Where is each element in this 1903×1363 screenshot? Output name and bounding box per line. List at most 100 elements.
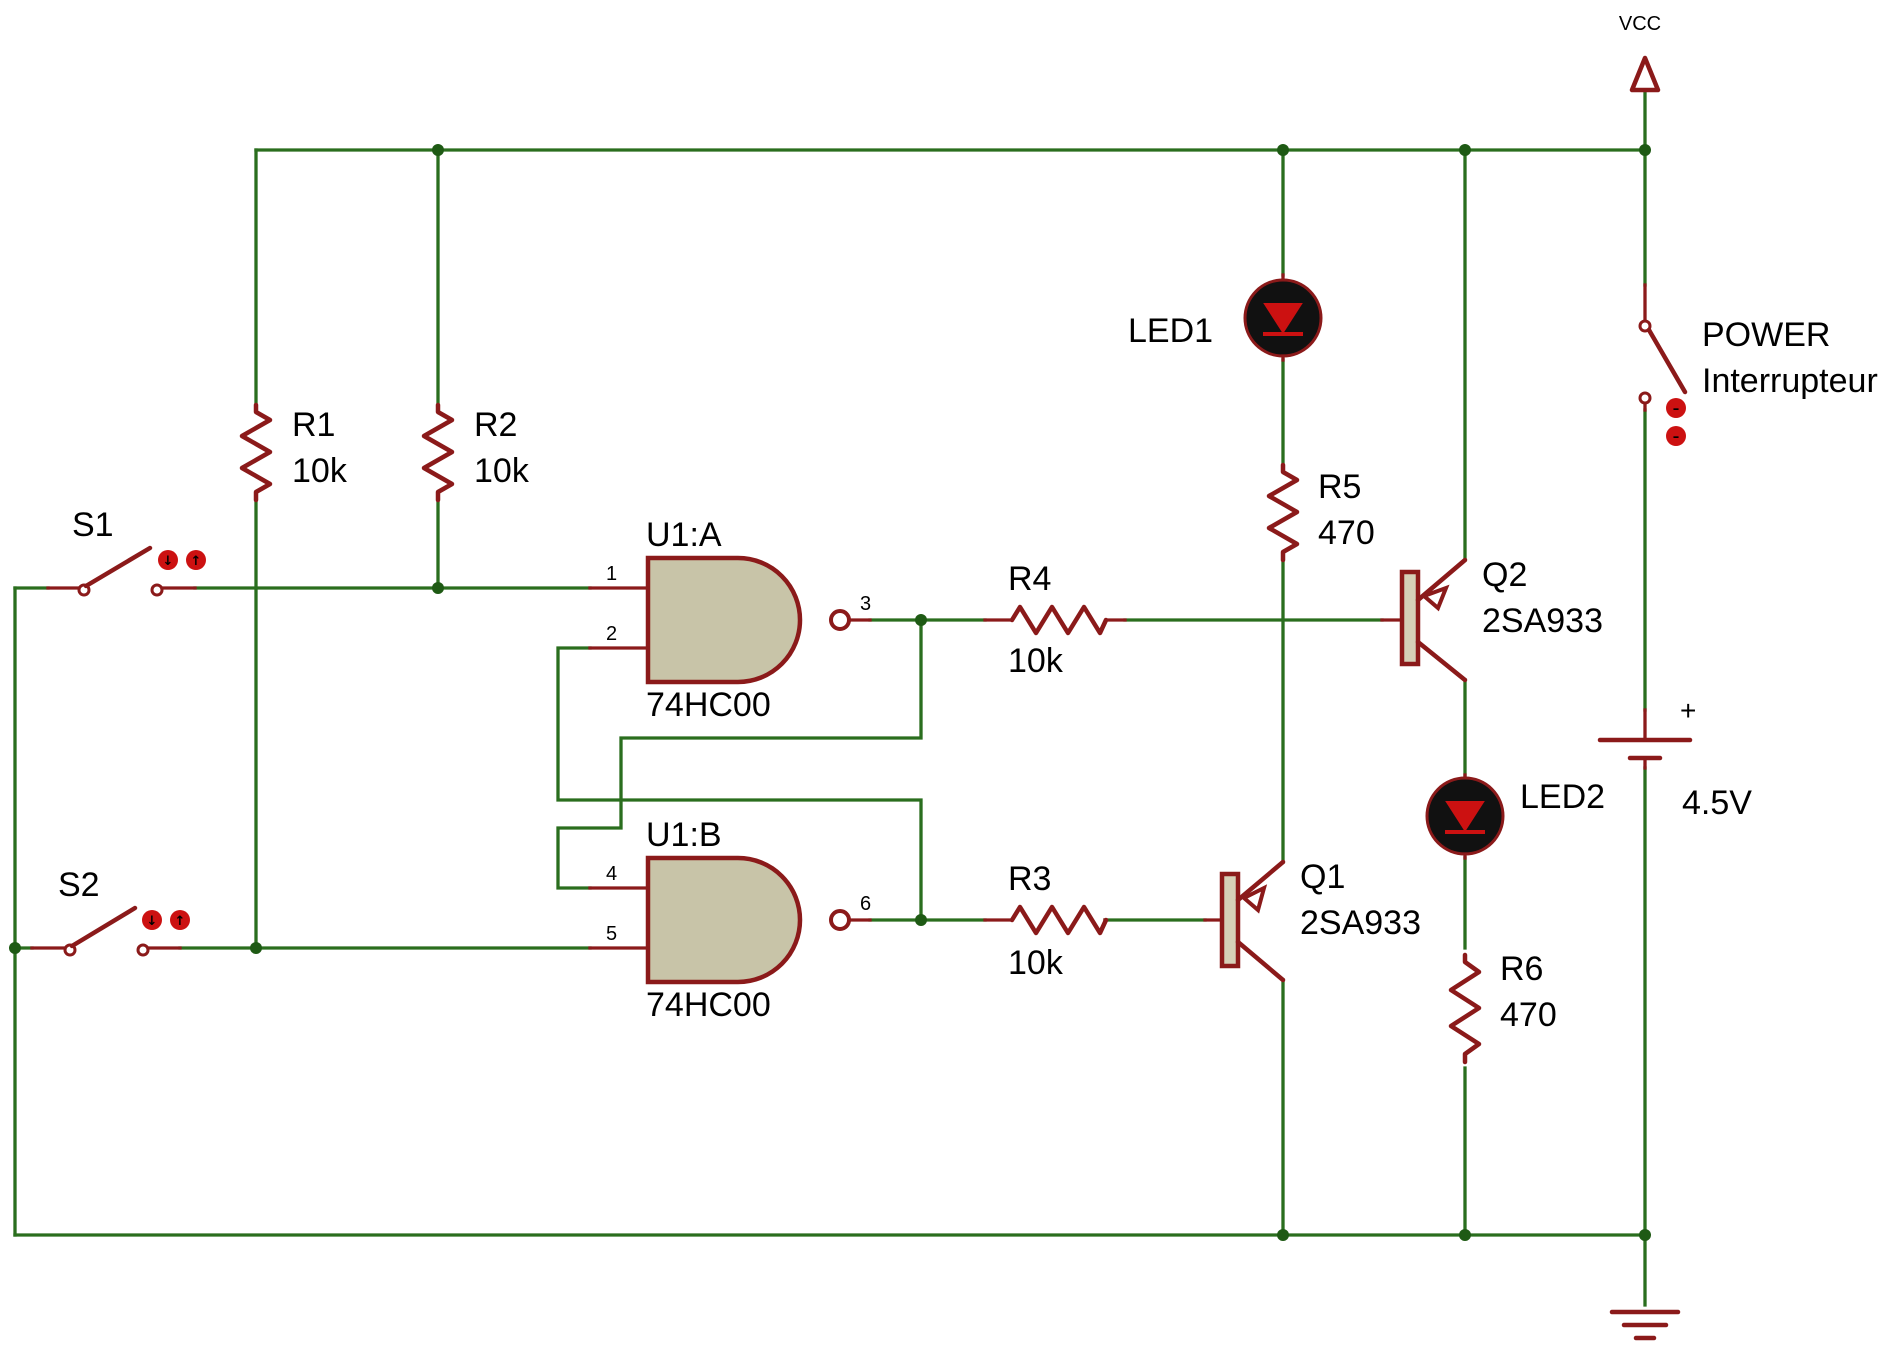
- switch-ref: POWER: [1702, 316, 1830, 354]
- switch-blade: [1646, 327, 1688, 395]
- battery-polarity: +: [1680, 695, 1696, 726]
- gate-inversion-bubble: [829, 609, 851, 631]
- resistor-r4[interactable]: R4 10k: [983, 560, 1127, 680]
- gate-part: 74HC00: [646, 686, 771, 724]
- resistor-zigzag: [1009, 604, 1109, 636]
- gate-ref: U1:B: [646, 816, 722, 854]
- transistor-base-bar: [1399, 569, 1421, 667]
- battery[interactable]: + 4.5V: [1597, 695, 1752, 822]
- switch-blade: [83, 545, 153, 589]
- resistor-ref: R3: [1008, 860, 1051, 898]
- resistor-ref: R6: [1500, 950, 1543, 988]
- led-ref: LED1: [1128, 312, 1213, 350]
- junction-dot: [432, 144, 444, 156]
- resistor-zigzag: [1009, 904, 1109, 936]
- led-ref: LED2: [1520, 778, 1605, 816]
- resistor-r2[interactable]: R2 10k: [421, 402, 530, 503]
- pin-number: 4: [606, 863, 617, 885]
- nand-gate-u1a[interactable]: 1 2 3 U1:A 74HC00: [588, 516, 872, 724]
- resistor-zigzag: [239, 402, 273, 503]
- nand-gate-u1b[interactable]: 4 5 6 U1:B 74HC00: [588, 816, 872, 1024]
- switch-control-icon[interactable]: [142, 910, 190, 930]
- wire-pin2-to-out6: [556, 646, 923, 922]
- vcc-terminal: VCC: [1619, 13, 1661, 93]
- junction-dot: [1459, 144, 1471, 156]
- pin-number: 3: [860, 593, 871, 615]
- gate-inversion-bubble: [829, 909, 851, 931]
- transistor-collector: [1235, 939, 1286, 983]
- resistor-ref: R1: [292, 406, 335, 444]
- wires: [13, 88, 1647, 1307]
- junctions: [9, 144, 1651, 1241]
- wire-out3-to-pin4: [556, 618, 923, 890]
- switch-control-icon[interactable]: [158, 550, 206, 570]
- vcc-arrow: [1629, 55, 1661, 93]
- resistor-value: 10k: [1008, 642, 1064, 680]
- resistor-value: 10k: [1008, 944, 1064, 982]
- transistor-q1[interactable]: Q1 2SA933: [1203, 858, 1421, 983]
- resistor-value: 10k: [474, 452, 530, 490]
- junction-dot: [1277, 144, 1289, 156]
- pin-number: 5: [606, 923, 617, 945]
- transistor-part: 2SA933: [1300, 904, 1421, 942]
- led-diode-icon: [1445, 801, 1485, 832]
- transistor-ref: Q1: [1300, 858, 1345, 896]
- junction-dot: [1639, 1229, 1651, 1241]
- transistor-arrow-icon: [1420, 584, 1450, 612]
- vcc-label: VCC: [1619, 13, 1661, 35]
- switch-contact: [150, 583, 164, 597]
- resistor-zigzag: [421, 402, 455, 503]
- junction-dot: [432, 582, 444, 594]
- switch-control-icon[interactable]: – –: [1666, 398, 1686, 446]
- junction-dot: [1459, 1229, 1471, 1241]
- resistor-ref: R5: [1318, 468, 1361, 506]
- resistor-r1[interactable]: R1 10k: [239, 402, 348, 503]
- junction-dot: [915, 614, 927, 626]
- resistor-zigzag: [1266, 462, 1300, 563]
- transistor-ref: Q2: [1482, 556, 1527, 594]
- switch-blade: [69, 905, 138, 949]
- transistor-part: 2SA933: [1482, 602, 1603, 640]
- junction-dot: [1639, 144, 1651, 156]
- battery-value: 4.5V: [1682, 784, 1752, 822]
- svg-text:–: –: [1673, 430, 1680, 445]
- gate-ref: U1:A: [646, 516, 722, 554]
- svg-text:–: –: [1673, 402, 1680, 417]
- ground-terminal: [1609, 1309, 1681, 1341]
- resistor-zigzag: [1448, 952, 1482, 1065]
- transistor-q2[interactable]: Q2 2SA933: [1380, 556, 1603, 683]
- led-led1[interactable]: LED1: [1128, 273, 1323, 362]
- switch-power[interactable]: – – POWER Interrupteur: [1638, 283, 1878, 446]
- transistor-emitter: [1235, 859, 1286, 903]
- switch-part: Interrupteur: [1702, 362, 1878, 400]
- switch-contact: [136, 943, 150, 957]
- resistor-ref: R4: [1008, 560, 1051, 598]
- pin-number: 2: [606, 623, 617, 645]
- resistor-value: 470: [1318, 514, 1375, 552]
- resistor-r3[interactable]: R3 10k: [983, 860, 1109, 982]
- switch-ref: S2: [58, 866, 100, 904]
- resistor-value: 10k: [292, 452, 348, 490]
- gate-part: 74HC00: [646, 986, 771, 1024]
- resistor-r6[interactable]: R6 470: [1448, 950, 1557, 1065]
- junction-dot: [1277, 1229, 1289, 1241]
- nand-gate-body: [645, 855, 803, 985]
- transistor-collector: [1415, 639, 1468, 683]
- junction-dot: [915, 914, 927, 926]
- switch-s1[interactable]: S1: [46, 506, 206, 597]
- transistor-arrow-icon: [1240, 884, 1268, 914]
- resistor-value: 470: [1500, 996, 1557, 1034]
- switch-s2[interactable]: S2: [30, 866, 190, 957]
- resistor-ref: R2: [474, 406, 517, 444]
- led-diode-icon: [1263, 303, 1303, 334]
- resistor-r5[interactable]: R5 470: [1266, 462, 1375, 563]
- pin-number: 1: [606, 563, 617, 585]
- switch-contact: [1638, 391, 1652, 405]
- junction-dot: [9, 942, 21, 954]
- pin-number: 6: [860, 893, 871, 915]
- switch-ref: S1: [72, 506, 114, 544]
- nand-gate-body: [645, 555, 803, 685]
- led-led2[interactable]: LED2: [1425, 773, 1605, 860]
- junction-dot: [250, 942, 262, 954]
